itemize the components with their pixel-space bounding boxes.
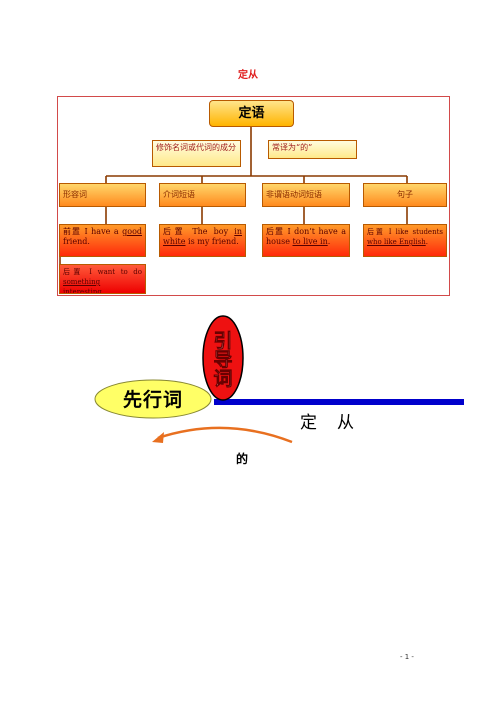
example-text: 后置 The boy in white is my friend. [163, 227, 242, 246]
category-nonfinite: 非谓语动词短语 [262, 183, 350, 207]
meaning-label: 的 [236, 452, 249, 466]
info-node-modifies: 修饰名词或代词的成分 [152, 140, 241, 167]
example-adj-post: 后置 I want to do something interesting. [59, 264, 146, 294]
example-prep: 后置 The boy in white is my friend. [159, 224, 246, 257]
relative-word-char: 导 [213, 349, 233, 371]
clause-label: 定从 [300, 413, 374, 433]
example-text: 后置 I don’t have a house to live in. [266, 227, 346, 246]
clause-bar [214, 399, 464, 405]
example-text: 后置 I want to do something interesting. [63, 268, 142, 294]
relative-word-char: 引 [213, 330, 233, 352]
example-text: 后置 I like students who like English. [367, 228, 443, 246]
example-text: 前置 I have a good friend. [63, 227, 142, 246]
example-clause: 后置 I like students who like English. [363, 224, 447, 257]
category-adjective: 形容词 [59, 183, 146, 207]
category-prep-phrase: 介词短语 [159, 183, 246, 207]
antecedent-label: 先行词 [122, 389, 183, 411]
example-adj-pre: 前置 I have a good friend. [59, 224, 146, 257]
example-nonfinite: 后置 I don’t have a house to live in. [262, 224, 350, 257]
relative-word-char: 词 [213, 368, 233, 390]
arrow-head-icon [152, 432, 164, 443]
back-arrow [157, 426, 293, 444]
attributive-chart: 定语 修饰名词或代词的成分 常译为“的” 形容词 介词短语 非谓语动词短语 句子… [57, 96, 450, 296]
page-title: 定从 [238, 70, 258, 81]
root-node: 定语 [209, 100, 294, 127]
category-clause: 句子 [363, 183, 447, 207]
info-node-translation: 常译为“的” [268, 140, 357, 159]
relative-word-label: 引 导 词 [202, 330, 244, 390]
page-number: - 1 - [400, 653, 414, 661]
